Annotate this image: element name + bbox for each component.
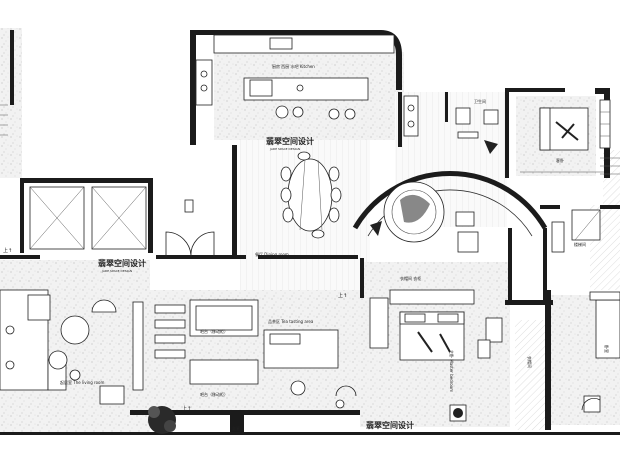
walls [0,30,620,435]
entry-doors [165,199,215,258]
label-bedroom-top: 客卧 [556,157,564,163]
stair-arrow-3: 上↑ [3,247,12,254]
kitchen [195,34,395,120]
living-room [0,289,144,405]
label-corridor: 走廊 [232,425,240,431]
round-study [370,181,479,253]
stair-arrow-2: 上↑ [182,405,191,412]
label-dining: 餐厅 Dining room [255,251,289,257]
stair-arrow-1: 上↑ [338,292,347,299]
label-cloak: 衣帽间 [527,356,533,368]
watermark-title: 翡翠空间设计 [98,258,146,268]
label-walk-in: 衣帽间 衣柜 [400,275,421,281]
watermark-kitchen: 翡翠空间设计 JADE SPACE DESIGN [266,136,314,151]
elevators [29,186,147,250]
label-counter-upper: 吧台（移动柜） [200,328,228,334]
label-bedroom-right: 卧室 [604,345,610,353]
bedroom-top [539,99,611,151]
master-bedroom [369,289,503,422]
watermark-entry: 翡翠空间设计 JADE SPACE DESIGN [98,258,146,273]
watermark-bottom: 翡翠空间设计 JADE SPACE DESIGN [366,420,414,435]
plant-icon [148,406,176,434]
label-kitchen: 厨房 西厨 水吧 Kitchen [272,63,315,69]
label-living: 起居室 The living room [60,379,104,385]
watermark-sub: JADE SPACE DESIGN [101,269,132,273]
tea-area [154,299,357,409]
bathroom [403,95,499,154]
label-stair: 楼梯间 [574,241,586,247]
bedroom-right [551,209,620,413]
watermark-title: 翡翠空间设计 [266,136,314,146]
label-master: 主卧 Master bedroom [449,350,455,392]
label-toilet: 卫生间 [474,98,486,104]
room-labels: 厨房 西厨 水吧 Kitchen 餐厅 Dining room 起居室 The … [3,63,610,431]
watermark-title: 翡翠空间设计 [366,420,414,430]
stair-steps [0,104,620,175]
label-counter-lower: 吧台（移动柜） [200,391,228,397]
label-tea: 品茶区 Tea tasting area [268,318,314,324]
watermark-sub: JADE SPACE DESIGN [269,147,300,151]
dining-table [280,151,342,239]
watermark-sub: JADE SPACE DESIGN [369,431,400,435]
